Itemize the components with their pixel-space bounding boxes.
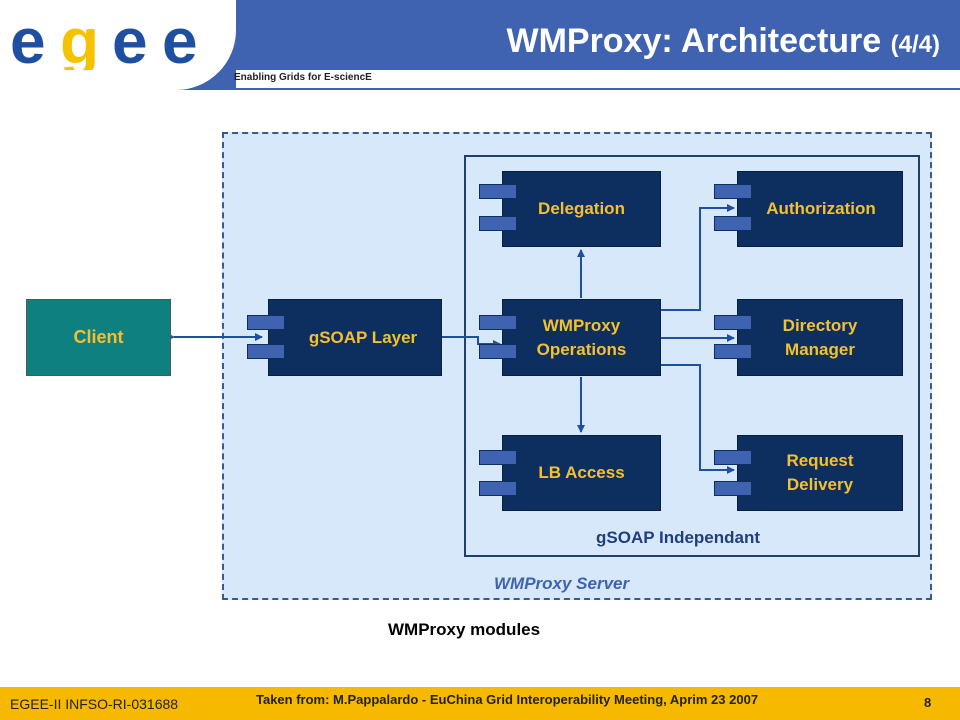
svg-text:e: e [162,8,198,70]
footer-source: Taken from: M.Pappalardo - EuChina Grid … [256,692,759,707]
authorization-port-bottom [714,216,752,231]
operations-authorization-link [660,204,735,311]
operations-label-line1: WMProxy [542,315,621,335]
page-title: WMProxy: Architecture (4/4) [400,22,940,61]
gsoap-layer-component: gSOAP Layer [268,299,442,376]
gsoap-layer-label: gSOAP Layer [308,327,418,347]
svg-text:g: g [60,8,99,70]
footer-bar: EGEE-II INFSO-RI-031688 Taken from: M.Pa… [0,687,960,720]
authorization-label: Authorization [766,199,876,218]
egee-logo: e g e e [10,8,198,70]
title-main: WMProxy: Architecture [506,22,882,60]
directory-label-line1: Directory [782,315,858,335]
request-port-bottom [714,481,752,496]
operations-label-line2: Operations [536,339,627,359]
operations-port-top [479,315,517,330]
authorization-port-top [714,184,752,199]
lb-port-top [479,450,517,465]
page-number: 8 [924,695,932,710]
request-delivery-component: Request Delivery [737,435,903,511]
tagline: Enabling Grids for E-sciencE [234,72,372,83]
svg-text:e: e [10,8,46,70]
gsoap-independant-label: gSOAP Independant [596,528,761,547]
request-port-top [714,450,752,465]
wmproxy-operations-component: WMProxy Operations [502,299,661,376]
client-box: Client [26,299,171,376]
directory-manager-component: Directory Manager [737,299,903,376]
directory-port-top [714,315,752,330]
operations-request-link [660,364,735,474]
lb-access-label: LB Access [538,463,625,482]
request-label-line2: Delivery [786,475,854,494]
gsoap-port-top [247,315,285,330]
footer-project-id: EGEE-II INFSO-RI-031688 [10,696,179,712]
request-label-line1: Request [786,451,854,470]
delegation-port-top [479,184,517,199]
gsoap-port-bottom [247,344,285,359]
svg-text:e: e [112,8,148,70]
delegation-component: Delegation [502,171,661,247]
lb-port-bottom [479,481,517,496]
authorization-component: Authorization [737,171,903,247]
delegation-label: Delegation [538,199,625,218]
diagram-caption: WMProxy modules [388,620,541,639]
wmproxy-server-label: WMProxy Server [494,574,630,593]
operations-port-bottom [479,344,517,359]
tagline-strip [236,70,960,88]
logo-background [0,0,236,90]
delegation-port-bottom [479,216,517,231]
directory-port-bottom [714,344,752,359]
gsoap-operations-link [442,336,501,348]
title-suffix: (4/4) [890,31,940,58]
directory-label-line2: Manager [785,339,855,359]
header-bar: e g e e Enabling Grids for E-sciencE WMP… [0,0,960,90]
lb-access-component: LB Access [502,435,661,511]
